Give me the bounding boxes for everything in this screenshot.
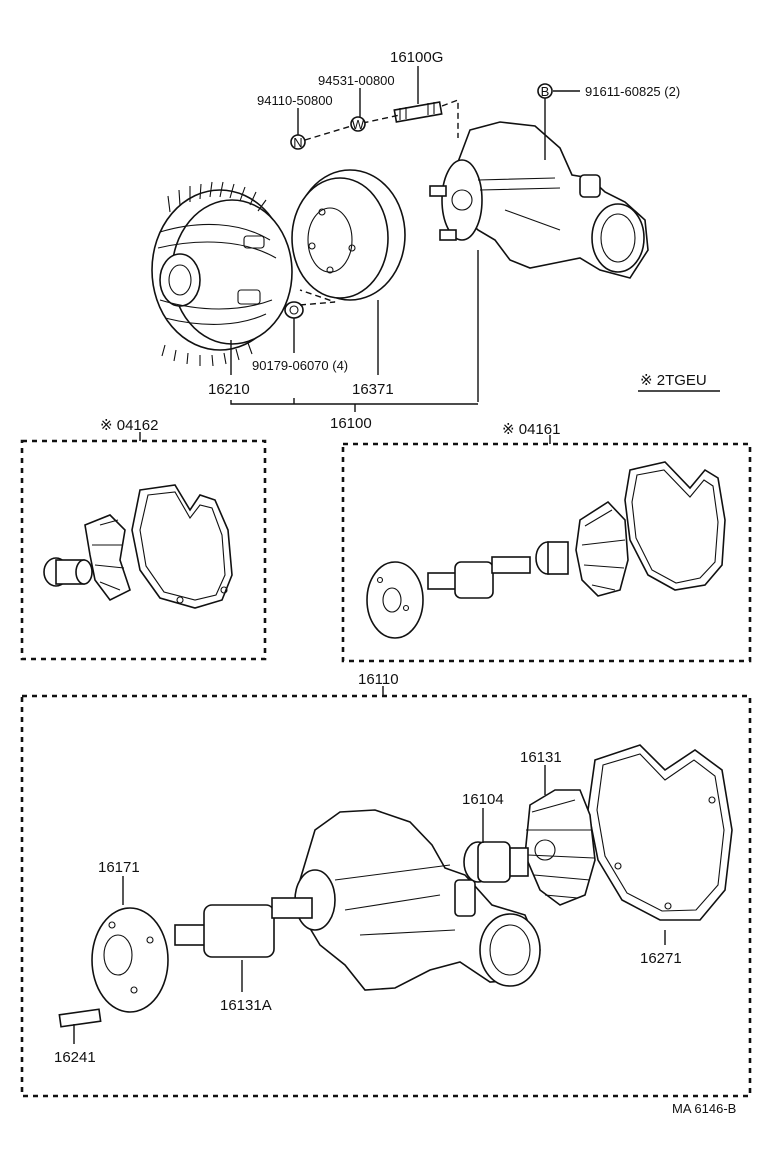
fluid-coupling-16210 [151,181,293,367]
label-16210: 16210 [208,381,250,398]
bearing-16131A [174,897,313,958]
label-94110-50800: 94110-50800 [257,93,333,108]
gasket-16271 [587,744,733,921]
impeller-16131 [524,789,596,906]
stud-16100G [393,101,443,123]
main-16110-box [20,694,752,1098]
label-90179-06070: 90179-06070 (4) [252,358,348,373]
label-variant-2tgeu: ※ 2TGEU [640,372,707,389]
label-16371: 16371 [352,381,394,398]
label-16100: 16100 [330,415,372,432]
label-16104: 16104 [462,791,504,808]
kit-04162-gasket [131,484,233,609]
kit-04161-shaft-bearing [427,556,531,599]
label-91611-60825: 91611-60825 (2) [585,84,680,99]
kit-04161-seal-impeller [535,500,629,597]
seal-16104 [463,841,529,883]
marker-n: N [290,134,306,150]
pump-housing [294,809,541,991]
svg-text:N: N [293,135,302,150]
kit-04161-box [341,442,752,663]
reference-code: MA 6146-B [672,1101,736,1116]
water-pump-assembly-top [429,121,649,279]
label-16131A: 16131A [220,997,272,1014]
svg-text:W: W [352,117,365,132]
label-16100G: 16100G [390,49,443,66]
marker-b: B [537,83,553,99]
kit-04162-impeller [43,514,131,602]
marker-w: W [350,116,366,132]
label-16110: 16110 [358,671,399,688]
flange-16171 [91,907,169,1013]
label-kit-04162: ※ 04162 [100,417,158,434]
label-16131: 16131 [520,749,562,766]
label-16241: 16241 [54,1049,96,1066]
label-16171: 16171 [98,859,140,876]
svg-text:B: B [541,84,550,99]
kit-04161-flange [366,561,424,639]
label-94531-00800: 94531-00800 [318,73,395,88]
pulley-16371 [291,169,406,301]
label-kit-04161: ※ 04161 [502,421,560,438]
stud-16241 [58,1008,102,1028]
kit-04161-gasket [624,461,726,591]
kit-04162-box [20,439,267,661]
label-16271: 16271 [640,950,682,967]
